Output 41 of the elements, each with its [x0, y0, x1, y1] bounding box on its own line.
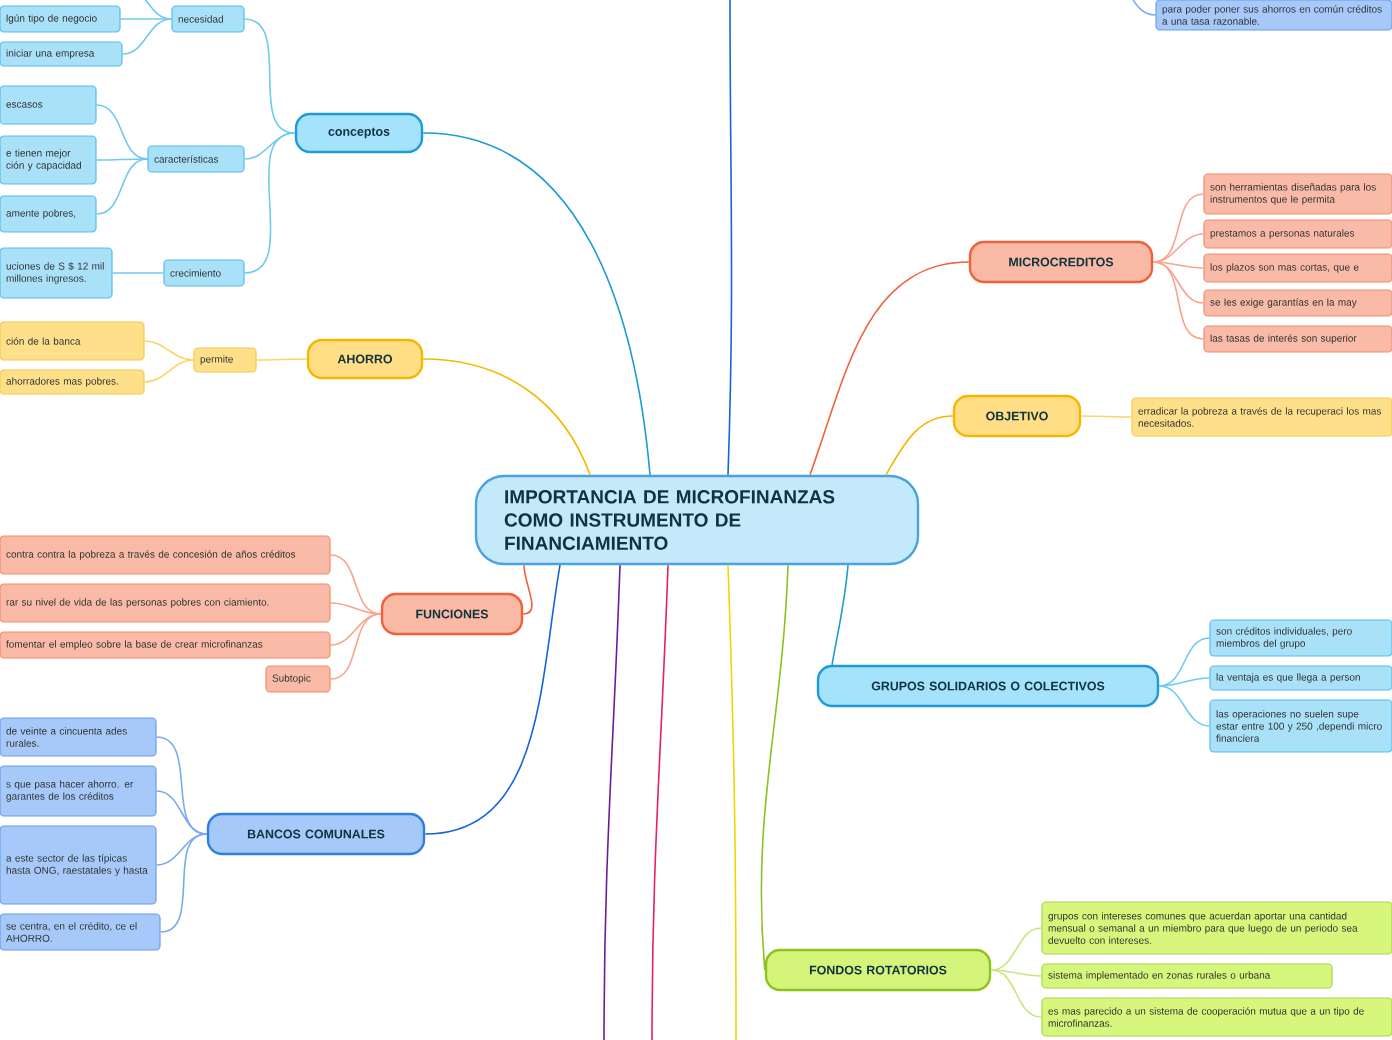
connector-line — [159, 833, 208, 933]
connector-line — [1158, 637, 1211, 687]
connector-line — [1152, 261, 1205, 304]
connector-line — [1152, 193, 1205, 263]
connector-line — [121, 18, 173, 55]
connector-line — [243, 18, 296, 134]
connector-line — [727, 0, 733, 476]
connector-line — [143, 0, 173, 20]
connector-line — [522, 564, 533, 615]
connector-line — [422, 358, 591, 476]
connector-line — [1158, 677, 1211, 687]
connector-line — [95, 158, 149, 161]
connector-line — [1152, 261, 1205, 269]
connector-line — [603, 564, 621, 1040]
connector-line — [990, 927, 1043, 971]
connector-line — [727, 564, 737, 1040]
connector-line — [1080, 415, 1133, 418]
connector-line — [1158, 685, 1211, 727]
connector-line — [143, 340, 195, 361]
connector-line — [885, 415, 954, 476]
connector-line — [1131, 0, 1157, 16]
connector-line — [990, 969, 1043, 977]
connector-line — [990, 969, 1043, 1018]
connector-line — [424, 564, 561, 835]
connector-line — [255, 358, 308, 361]
connector-line — [329, 613, 382, 646]
connector-line — [111, 272, 165, 274]
connector-line — [651, 564, 669, 1040]
connector-line — [329, 602, 382, 615]
connector-line — [422, 132, 651, 476]
connector-line — [329, 613, 382, 680]
connector-line — [760, 564, 789, 971]
connector-line — [329, 554, 382, 615]
connector-line — [831, 564, 849, 666]
connector-line — [243, 132, 296, 274]
connector-line — [143, 359, 195, 383]
connector-line — [95, 158, 149, 215]
connector-line — [155, 790, 208, 835]
connector-line — [809, 261, 970, 476]
connector-line — [1152, 261, 1205, 340]
central-topic-box: IMPORTANCIA DE MICROFINANZAS COMO INSTRUMENTO DE FINANCIAMIENTO — [474, 474, 920, 566]
